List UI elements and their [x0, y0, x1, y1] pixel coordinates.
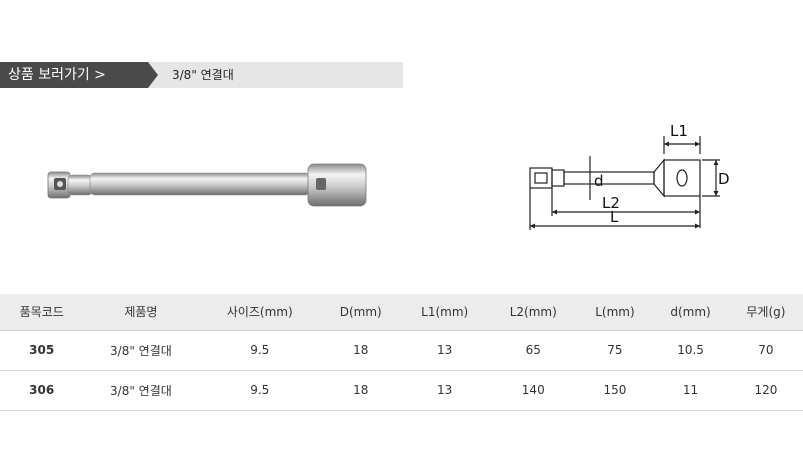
label-l1: L1	[670, 122, 688, 140]
breadcrumb: 상품 보러가기 > 3/8" 연결대	[0, 62, 403, 88]
cell-l1: 13	[400, 330, 489, 371]
cell-code: 305	[0, 330, 84, 371]
cell-l: 150	[577, 370, 653, 411]
cell-d-big: 18	[321, 330, 401, 371]
header-size: 사이즈(mm)	[198, 294, 322, 331]
table-row: 305 3/8" 연결대 9.5 18 13 65 75 10.5 70	[0, 330, 803, 371]
cell-l2: 65	[488, 330, 578, 371]
cell-l: 75	[577, 330, 653, 371]
header-l: L(mm)	[577, 294, 653, 331]
cell-size: 9.5	[198, 330, 322, 371]
cell-weight: 70	[728, 330, 803, 371]
cell-weight: 120	[728, 370, 803, 411]
cell-l1: 13	[400, 370, 489, 411]
spec-table: 품목코드 제품명 사이즈(mm) D(mm) L1(mm) L2(mm) L(m…	[0, 294, 803, 411]
cell-code: 306	[0, 370, 84, 411]
cell-d-small: 11	[652, 370, 729, 411]
header-d-big: D(mm)	[321, 294, 401, 331]
label-big-d: D	[718, 170, 730, 188]
label-l2: L2	[602, 194, 620, 212]
header-name: 제품명	[83, 294, 199, 331]
cell-d-small: 10.5	[652, 330, 729, 371]
products-link[interactable]: 상품 보러가기 >	[0, 62, 158, 88]
label-small-d: d	[594, 172, 604, 190]
cell-name: 3/8" 연결대	[83, 330, 199, 371]
dimension-diagram: L1 D d L2 L	[529, 122, 730, 230]
header-code: 품목코드	[0, 294, 84, 331]
cell-l2: 140	[488, 370, 578, 411]
table-header-row: 품목코드 제품명 사이즈(mm) D(mm) L1(mm) L2(mm) L(m…	[0, 294, 803, 331]
header-l1: L1(mm)	[400, 294, 489, 331]
cell-d-big: 18	[321, 370, 401, 411]
table-row: 306 3/8" 연결대 9.5 18 13 140 150 11 120	[0, 370, 803, 411]
cell-name: 3/8" 연결대	[83, 370, 199, 411]
header-l2: L2(mm)	[488, 294, 578, 331]
cell-size: 9.5	[198, 370, 322, 411]
header-d-small: d(mm)	[652, 294, 729, 331]
header-weight: 무게(g)	[728, 294, 803, 331]
product-photo	[47, 163, 367, 207]
label-l: L	[610, 208, 619, 226]
breadcrumb-current: 3/8" 연결대	[172, 68, 234, 82]
